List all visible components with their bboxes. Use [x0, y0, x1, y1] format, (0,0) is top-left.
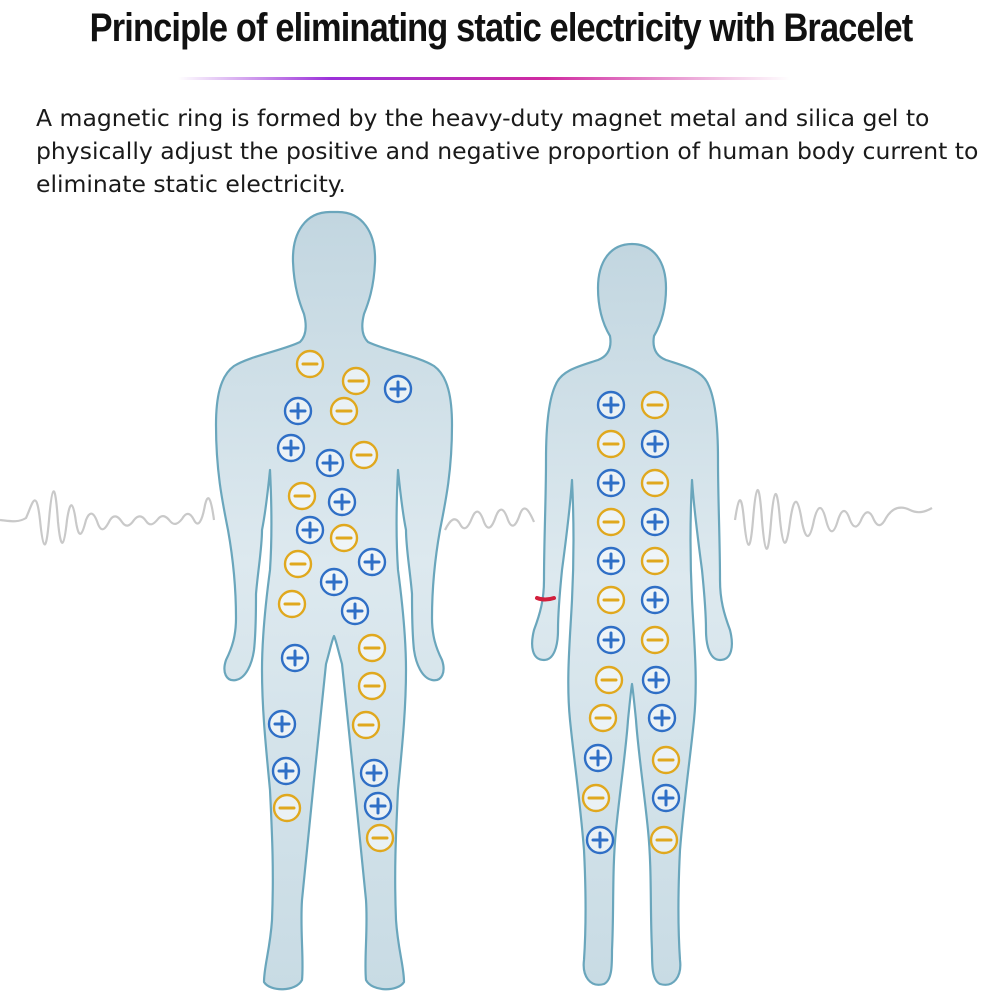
negative-charge-icon: [640, 390, 670, 420]
negative-charge-icon: [640, 625, 670, 655]
wave-right: [733, 488, 933, 550]
negative-charge-icon: [596, 507, 626, 537]
positive-charge-icon: [363, 791, 393, 821]
male-charges: [267, 349, 413, 853]
positive-charge-icon: [383, 374, 413, 404]
positive-charge-icon: [267, 709, 297, 739]
negative-charge-icon: [349, 440, 379, 470]
description-text: A magnetic ring is formed by the heavy-d…: [36, 104, 979, 198]
negative-charge-icon: [341, 366, 371, 396]
negative-charge-icon: [357, 633, 387, 663]
positive-charge-icon: [319, 567, 349, 597]
negative-charge-icon: [272, 793, 302, 823]
female-charges: [581, 390, 681, 855]
negative-charge-icon: [329, 523, 359, 553]
page-title: Principle of eliminating static electric…: [89, 6, 914, 50]
negative-charge-icon: [287, 481, 317, 511]
positive-charge-icon: [357, 547, 387, 577]
positive-charge-icon: [340, 596, 370, 626]
positive-charge-icon: [271, 756, 301, 786]
negative-charge-icon: [357, 671, 387, 701]
male-body-silhouette: [214, 210, 454, 991]
negative-charge-icon: [640, 468, 670, 498]
positive-charge-icon: [276, 433, 306, 463]
positive-charge-icon: [596, 468, 626, 498]
bracelet: [535, 596, 556, 602]
positive-charge-icon: [596, 625, 626, 655]
positive-charge-icon: [359, 758, 389, 788]
positive-charge-icon: [647, 703, 677, 733]
female-body-silhouette: [531, 242, 733, 986]
positive-charge-icon: [280, 643, 310, 673]
positive-charge-icon: [641, 665, 671, 695]
positive-charge-icon: [583, 743, 613, 773]
negative-charge-icon: [581, 783, 611, 813]
positive-charge-icon: [596, 546, 626, 576]
positive-charge-icon: [640, 429, 670, 459]
positive-charge-icon: [315, 448, 345, 478]
negative-charge-icon: [588, 703, 618, 733]
negative-charge-icon: [283, 549, 313, 579]
negative-charge-icon: [640, 546, 670, 576]
positive-charge-icon: [640, 585, 670, 615]
positive-charge-icon: [295, 515, 325, 545]
negative-charge-icon: [596, 585, 626, 615]
wave-center: [444, 507, 536, 531]
negative-charge-icon: [329, 396, 359, 426]
positive-charge-icon: [283, 396, 313, 426]
positive-charge-icon: [651, 783, 681, 813]
negative-charge-icon: [596, 429, 626, 459]
negative-charge-icon: [295, 349, 325, 379]
positive-charge-icon: [327, 487, 357, 517]
positive-charge-icon: [585, 825, 615, 855]
negative-charge-icon: [351, 710, 381, 740]
negative-charge-icon: [277, 589, 307, 619]
positive-charge-icon: [596, 390, 626, 420]
positive-charge-icon: [640, 507, 670, 537]
title-divider: [178, 77, 790, 80]
negative-charge-icon: [365, 823, 395, 853]
negative-charge-icon: [594, 665, 624, 695]
negative-charge-icon: [649, 825, 679, 855]
negative-charge-icon: [651, 745, 681, 775]
wave-left: [0, 490, 216, 546]
